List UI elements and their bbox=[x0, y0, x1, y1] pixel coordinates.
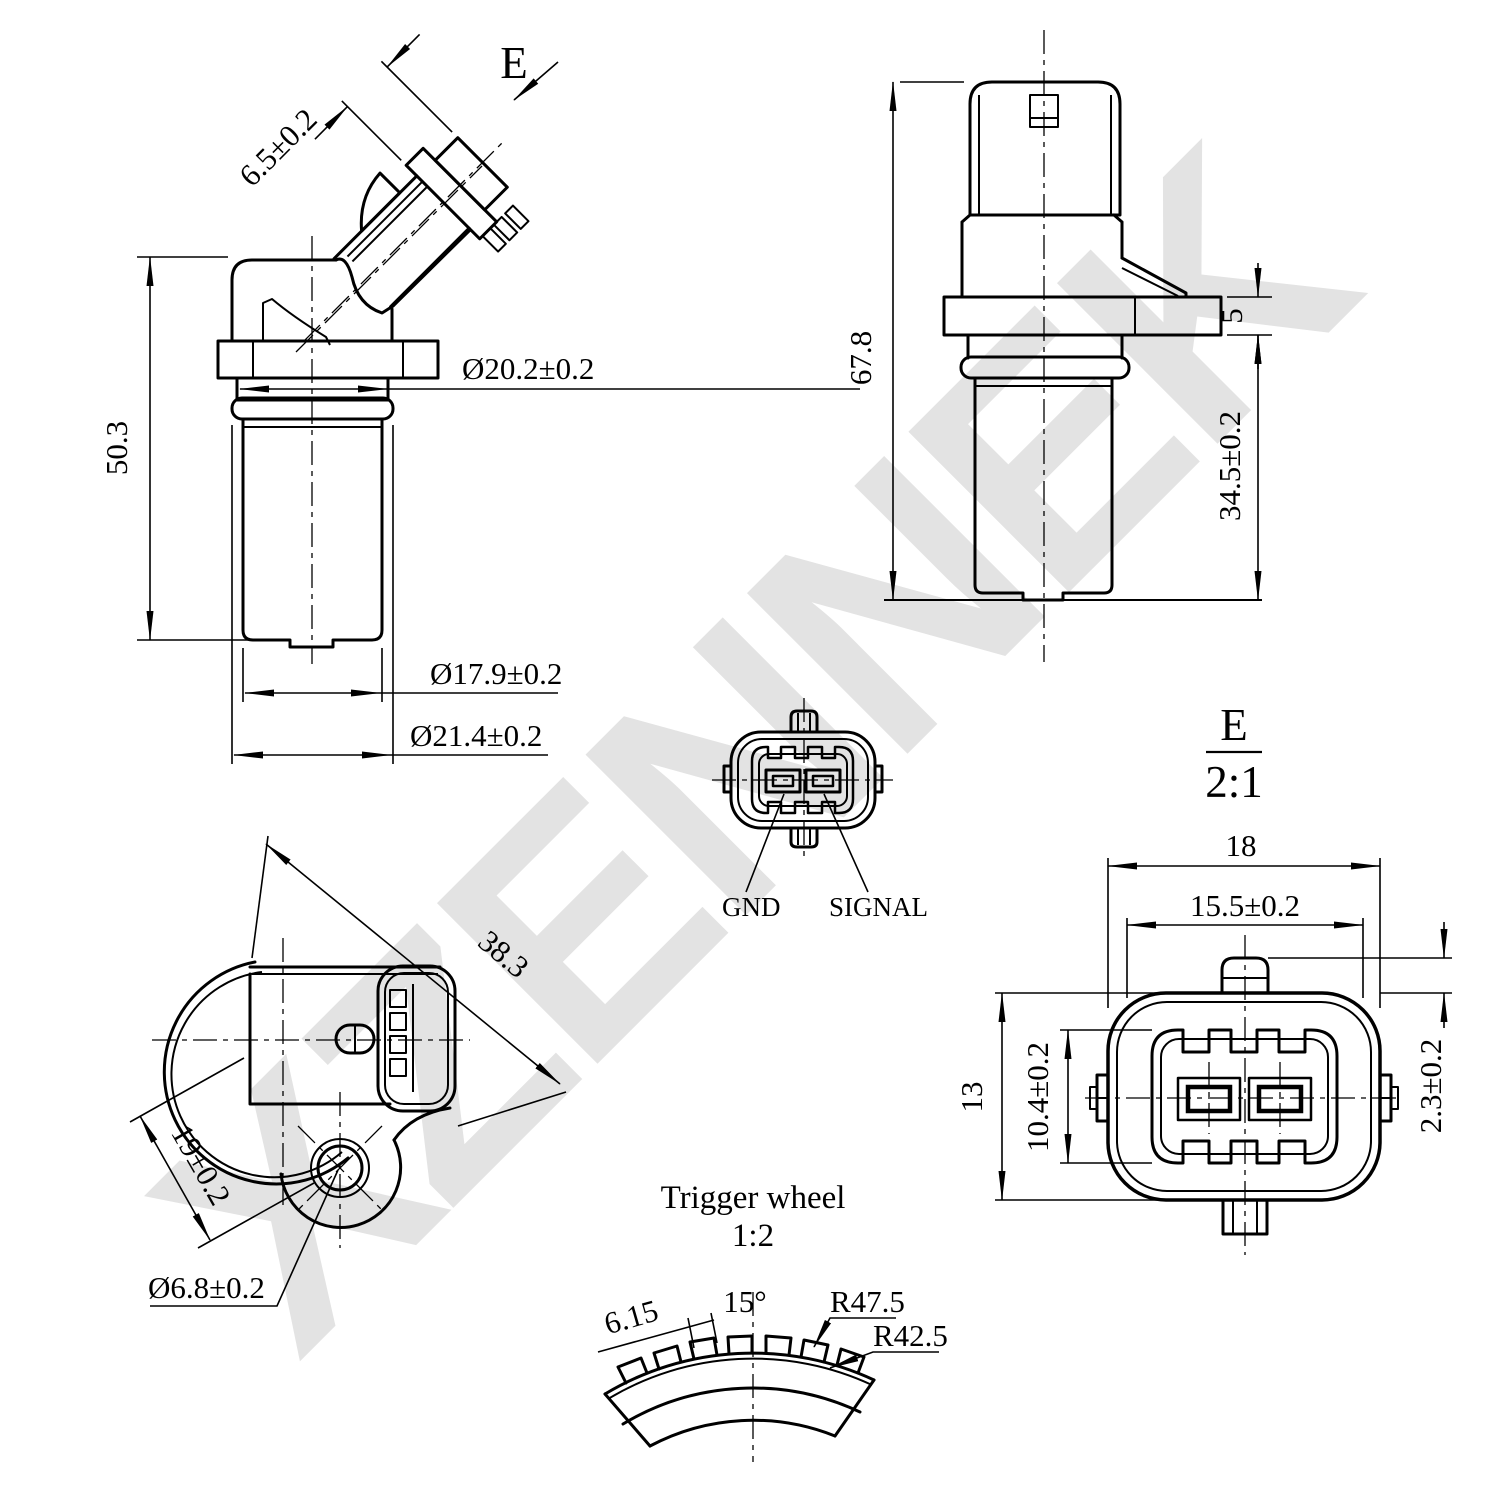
side-tab bbox=[1120, 256, 1188, 299]
dim-height: 50.3 bbox=[99, 421, 134, 475]
internal-wedge bbox=[262, 298, 331, 346]
dim-total-height: 67.8 bbox=[843, 331, 878, 385]
dim-flange-thickness: 5 bbox=[1214, 308, 1249, 324]
top-key-tab bbox=[1220, 956, 1270, 995]
dim-outer-height: 13 bbox=[954, 1082, 989, 1113]
dim-body-diameter: Ø17.9±0.2 bbox=[430, 656, 562, 691]
connector-outer bbox=[1106, 991, 1382, 1202]
rim-inner-arc bbox=[621, 1386, 862, 1426]
trigger-wheel-scale: 1:2 bbox=[732, 1218, 774, 1254]
pin-label-signal: SIGNAL bbox=[829, 892, 928, 922]
dim-hole-diameter: Ø6.8±0.2 bbox=[148, 1270, 265, 1305]
front-view: 67.8 5 34.5±0.2 bbox=[843, 30, 1272, 662]
pin-left bbox=[1176, 1076, 1242, 1122]
top-view: 38.3 19±0.2 Ø6.8±0.2 bbox=[129, 835, 567, 1307]
flange bbox=[216, 339, 440, 380]
dim-outer-radius: R47.5 bbox=[830, 1284, 905, 1319]
detail-label: E bbox=[1220, 700, 1248, 750]
top-notch bbox=[1029, 94, 1059, 128]
trigger-wheel-view: Trigger wheel 1:2 6.15 15° R47.5 bbox=[597, 1180, 948, 1462]
connector-housing bbox=[968, 80, 1122, 217]
dim-neck-diameter: Ø20.2±0.2 bbox=[462, 351, 594, 386]
dim-oring-diameter: Ø21.4±0.2 bbox=[410, 718, 542, 753]
detail-scale: 2:1 bbox=[1205, 757, 1263, 807]
dim-tooth-length: 6.15 bbox=[600, 1293, 662, 1342]
hub-arc bbox=[648, 1418, 837, 1448]
mounting-flange bbox=[942, 295, 1223, 337]
o-ring bbox=[959, 355, 1131, 380]
dim-tab-height: 2.3±0.2 bbox=[1413, 1039, 1448, 1134]
detail-e-view: E 2:1 18 15.5±0.2 bbox=[954, 700, 1452, 1255]
sensor-head-outline bbox=[230, 258, 338, 343]
dim-outer-width: 18 bbox=[1226, 828, 1257, 863]
pin-signal bbox=[804, 768, 842, 794]
angled-connector-barrel: 6.5±0.2 bbox=[232, 33, 530, 343]
cylindrical-body bbox=[241, 417, 384, 649]
pin-label-gnd: GND bbox=[722, 892, 781, 922]
dim-root-radius: R42.5 bbox=[873, 1318, 948, 1353]
bottom-key-tab bbox=[1221, 1198, 1269, 1236]
dim-connector-depth: 6.5±0.2 bbox=[232, 101, 324, 193]
view-direction-arrow bbox=[513, 61, 559, 101]
dim-tooth-angle: 15° bbox=[723, 1284, 766, 1319]
castellated-shell bbox=[1150, 1028, 1339, 1165]
trigger-wheel-title: Trigger wheel bbox=[661, 1180, 846, 1216]
dim-lower-length: 34.5±0.2 bbox=[1212, 411, 1247, 521]
bottom-key-tab bbox=[789, 826, 819, 849]
pin-gnd bbox=[764, 768, 802, 794]
o-ring bbox=[230, 396, 395, 421]
top-key-tab bbox=[789, 709, 819, 734]
castellated-shell bbox=[750, 745, 855, 815]
mounting-hole bbox=[316, 1144, 364, 1192]
connector-outer bbox=[729, 730, 877, 830]
view-direction-label: E bbox=[500, 38, 528, 88]
connector-latch-fin bbox=[359, 171, 402, 233]
dim-diagonal-length: 38.3 bbox=[472, 923, 536, 985]
side-view: 6.5±0.2 50.3 Ø20.2±0.2 bbox=[99, 33, 860, 764]
connector-pinout-view: GND SIGNAL bbox=[712, 698, 928, 922]
dim-inner-height: 10.4±0.2 bbox=[1020, 1042, 1055, 1152]
pin-right bbox=[1247, 1076, 1313, 1122]
mounting-ear bbox=[279, 1138, 403, 1229]
dim-inner-width: 15.5±0.2 bbox=[1190, 888, 1300, 923]
